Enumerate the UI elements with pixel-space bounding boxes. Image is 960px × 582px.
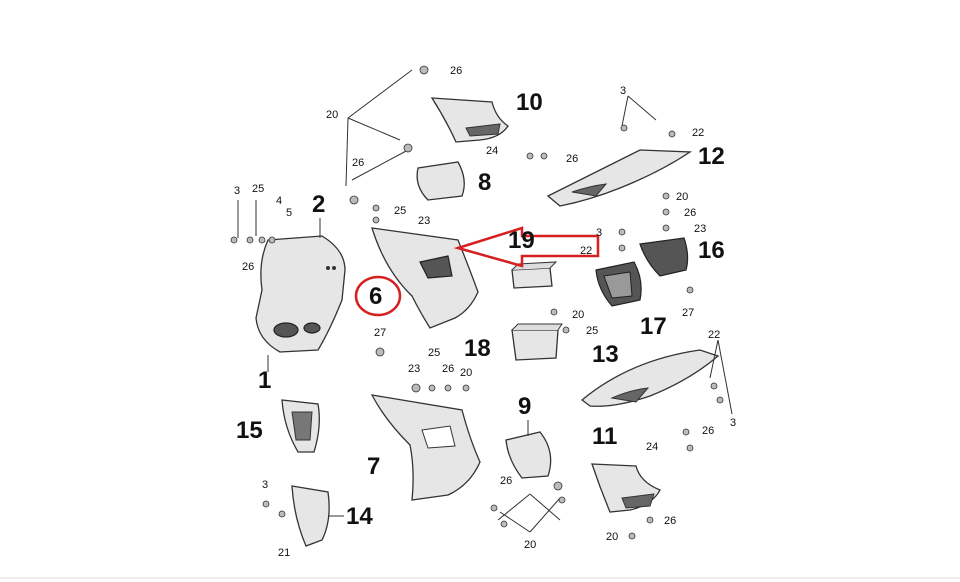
label-fastener: 20 [606,531,618,543]
lower-side-panel [370,394,481,501]
label-fastener: 26 [450,65,462,77]
label-fastener: 25 [586,325,598,337]
label-fastener: 22 [708,329,720,341]
label-part-1: 1 [258,367,271,394]
side-panel-left [371,227,479,329]
label-fastener: 25 [394,205,406,217]
label-part-14: 14 [346,503,373,530]
bracket-cover [505,420,552,479]
label-fastener: 22 [580,245,592,257]
upper-side-cover [430,97,509,143]
label-part-18: 18 [464,335,491,362]
label-fastener: 20 [326,109,338,121]
label-fastener: 23 [418,215,430,227]
vent-grille [281,399,320,453]
label-fastener: 26 [500,475,512,487]
label-part-12: 12 [698,143,725,170]
rear-cover-black [639,237,689,277]
label-part-15: 15 [236,417,263,444]
label-fastener: 3 [234,185,240,197]
highlight-arrow [453,226,600,268]
label-fastener: 26 [242,261,254,273]
label-fastener: 26 [566,153,578,165]
label-part-10: 10 [516,89,543,116]
label-fastener: 26 [664,515,676,527]
label-part-19: 19 [508,227,535,254]
label-fastener: 3 [262,479,268,491]
label-fastener: 25 [428,347,440,359]
label-fastener: 26 [442,363,454,375]
rear-tail-panel [546,149,693,207]
label-fastener: 26 [684,207,696,219]
front-fairing [255,218,346,372]
highlight-circle [354,275,402,317]
label-fastener: 25 [252,183,264,195]
label-fastener: 20 [524,539,536,551]
label-part-9: 9 [518,393,531,420]
label-part-17: 17 [640,313,667,340]
label-fastener: 20 [572,309,584,321]
label-fastener: 5 [286,207,292,219]
label-fastener: 26 [702,425,714,437]
mesh-panel [595,261,642,307]
label-part-16: 16 [698,237,725,264]
inner-panel [291,485,344,547]
fastener-set [230,65,724,540]
label-part-6: 6 [369,283,382,310]
label-fastener: 20 [460,367,472,379]
label-fastener: 23 [408,363,420,375]
label-part-2: 2 [312,191,325,218]
small-cover [416,161,465,201]
tray-box [511,323,563,361]
label-fastener: 27 [374,327,386,339]
label-fastener: 27 [682,307,694,319]
label-fastener: 4 [276,195,282,207]
label-fastener: 3 [596,227,602,239]
label-fastener: 21 [278,547,290,559]
label-part-13: 13 [592,341,619,368]
label-fastener: 24 [486,145,498,157]
label-fastener: 3 [620,85,626,97]
label-fastener: 24 [646,441,658,453]
label-part-8: 8 [478,169,491,196]
label-fastener: 26 [352,157,364,169]
lower-rear-cover [591,463,661,513]
fastener-leaders [237,69,733,533]
rear-side-panel [580,349,720,407]
label-fastener: 3 [730,417,736,429]
label-fastener: 23 [694,223,706,235]
label-fastener: 22 [692,127,704,139]
label-fastener: 20 [676,191,688,203]
label-part-7: 7 [367,453,380,480]
label-part-11: 11 [592,423,617,450]
